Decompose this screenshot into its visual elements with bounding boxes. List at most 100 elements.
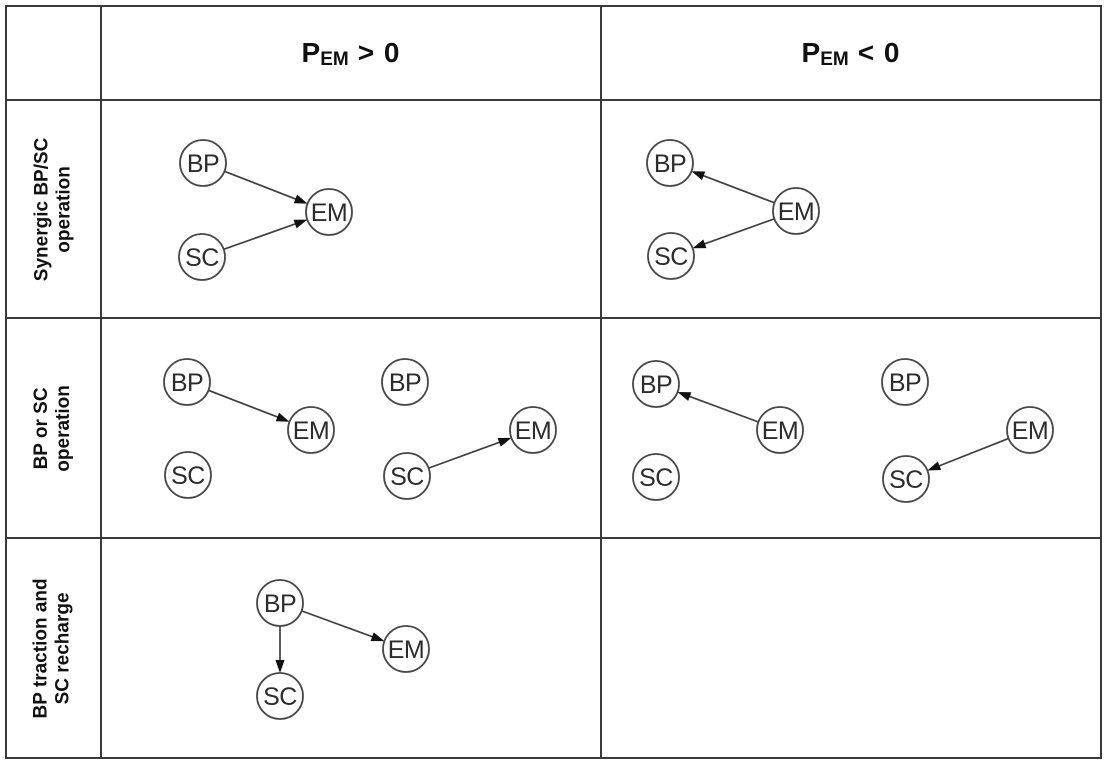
node-label-em1: EM <box>762 417 799 445</box>
cell-empty-pem-negative <box>602 539 1100 757</box>
row-label-bp-traction-sc-recharge: BP traction and SC recharge <box>7 539 102 757</box>
node-circle-em1 <box>756 406 804 454</box>
arrowhead-em-to-sc <box>692 239 707 249</box>
row-label-synergic-operation: Synergic BP/SC operation <box>7 101 102 319</box>
node-em1: EM <box>287 406 335 454</box>
pem-condition: > 0 <box>357 37 401 68</box>
node-label-em1: EM <box>293 417 330 445</box>
node-circle-sc1 <box>632 453 680 501</box>
node-sc1: SC <box>164 451 212 499</box>
node-bp: BP <box>646 139 694 187</box>
cell-synergic-pem-negative: BP SC EM <box>602 101 1100 319</box>
node-em1: EM <box>756 406 804 454</box>
cell-bp-traction-sc-recharge: BP EM SC <box>102 539 602 757</box>
row-label-bp-or-sc-operation: BP or SC operation <box>7 319 102 539</box>
node-em: EM <box>382 625 430 673</box>
node-label-em2: EM <box>515 417 552 445</box>
row-label-text: BP traction and SC recharge <box>31 577 75 719</box>
node-circle-bp <box>256 579 304 627</box>
node-label-sc: SC <box>654 243 688 271</box>
node-circle-sc <box>647 232 695 280</box>
node-sc1: SC <box>632 453 680 501</box>
diagram-synergic-pem-positive: BP SC EM <box>178 139 353 281</box>
node-bp1: BP <box>632 360 680 408</box>
diagram-empty <box>602 539 1100 757</box>
cell-bp-or-sc-pem-positive: BP EM SC BP EM SC <box>102 319 602 539</box>
row-label-text: BP or SC operation <box>31 384 75 472</box>
node-bp1: BP <box>163 358 211 406</box>
pem-condition: < 0 <box>857 37 901 68</box>
edge-em-to-sc <box>702 217 775 246</box>
edge-em2-to-sc2 <box>937 437 1009 468</box>
node-label-sc2: SC <box>889 466 923 494</box>
diagram-synergic-pem-negative: BP SC EM <box>646 139 820 280</box>
cell-synergic-pem-positive: BP SC EM <box>102 101 602 319</box>
node-label-bp: BP <box>264 590 296 618</box>
node-label-em2: EM <box>1012 417 1049 445</box>
node-label-bp2: BP <box>889 369 921 397</box>
node-em: EM <box>305 188 353 236</box>
node-label-bp1: BP <box>171 369 203 397</box>
node-circle-bp1 <box>163 358 211 406</box>
edge-em1-to-bp1 <box>687 395 759 423</box>
node-circle-bp2 <box>381 358 429 406</box>
corner-cell <box>7 7 102 101</box>
node-circle-bp1 <box>632 360 680 408</box>
node-em: EM <box>772 187 820 235</box>
arrowhead-em-to-bp <box>691 171 706 181</box>
node-label-bp2: BP <box>389 369 421 397</box>
node-label-sc2: SC <box>390 463 424 491</box>
node-bp2: BP <box>381 358 429 406</box>
node-circle-sc2 <box>882 455 930 503</box>
node-circle-em <box>772 187 820 235</box>
node-sc2: SC <box>882 455 930 503</box>
node-bp: BP <box>179 139 227 187</box>
edge-bp-to-em <box>301 610 375 639</box>
node-circle-sc <box>178 233 226 281</box>
arrowhead-sc-to-em <box>293 219 308 229</box>
arrowhead-em1-to-bp1 <box>677 391 692 401</box>
node-sc: SC <box>178 233 226 281</box>
node-label-em: EM <box>311 199 348 227</box>
arrowhead-sc2-to-em2 <box>497 437 512 447</box>
diagram-bp-or-sc-pem-positive: BP EM SC BP EM SC <box>163 358 557 500</box>
arrowhead-bp-to-em <box>370 632 385 642</box>
node-label-em: EM <box>778 198 815 226</box>
diagram-bp-traction-sc-recharge: BP EM SC <box>256 579 430 720</box>
node-em2: EM <box>509 406 557 454</box>
edge-em-to-bp <box>701 174 775 204</box>
node-bp2: BP <box>881 358 929 406</box>
node-circle-em <box>382 625 430 673</box>
arrowhead-bp1-to-em1 <box>275 412 290 422</box>
node-label-bp: BP <box>654 150 686 178</box>
arrowhead-bp-to-sc <box>275 660 285 673</box>
node-circle-sc1 <box>164 451 212 499</box>
node-bp: BP <box>256 579 304 627</box>
node-circle-bp <box>646 139 694 187</box>
node-circle-sc <box>256 672 304 720</box>
row-label-text: Synergic BP/SC operation <box>31 137 75 281</box>
node-label-sc: SC <box>185 244 219 272</box>
node-circle-sc2 <box>383 452 431 500</box>
arrowhead-em2-to-sc2 <box>927 461 942 471</box>
node-label-sc1: SC <box>639 464 673 492</box>
node-circle-em2 <box>509 406 557 454</box>
node-label-sc: SC <box>263 683 297 711</box>
edge-bp-to-em <box>224 170 298 201</box>
node-label-sc1: SC <box>171 462 205 490</box>
node-em2: EM <box>1006 406 1054 454</box>
edge-bp1-to-em1 <box>208 389 280 419</box>
node-sc: SC <box>647 232 695 280</box>
node-sc2: SC <box>383 452 431 500</box>
node-label-bp1: BP <box>640 371 672 399</box>
edge-sc2-to-em2 <box>428 440 502 469</box>
edge-sc-to-em <box>223 222 298 251</box>
node-circle-em <box>305 188 353 236</box>
node-circle-em1 <box>287 406 335 454</box>
node-circle-bp <box>179 139 227 187</box>
node-circle-bp2 <box>881 358 929 406</box>
